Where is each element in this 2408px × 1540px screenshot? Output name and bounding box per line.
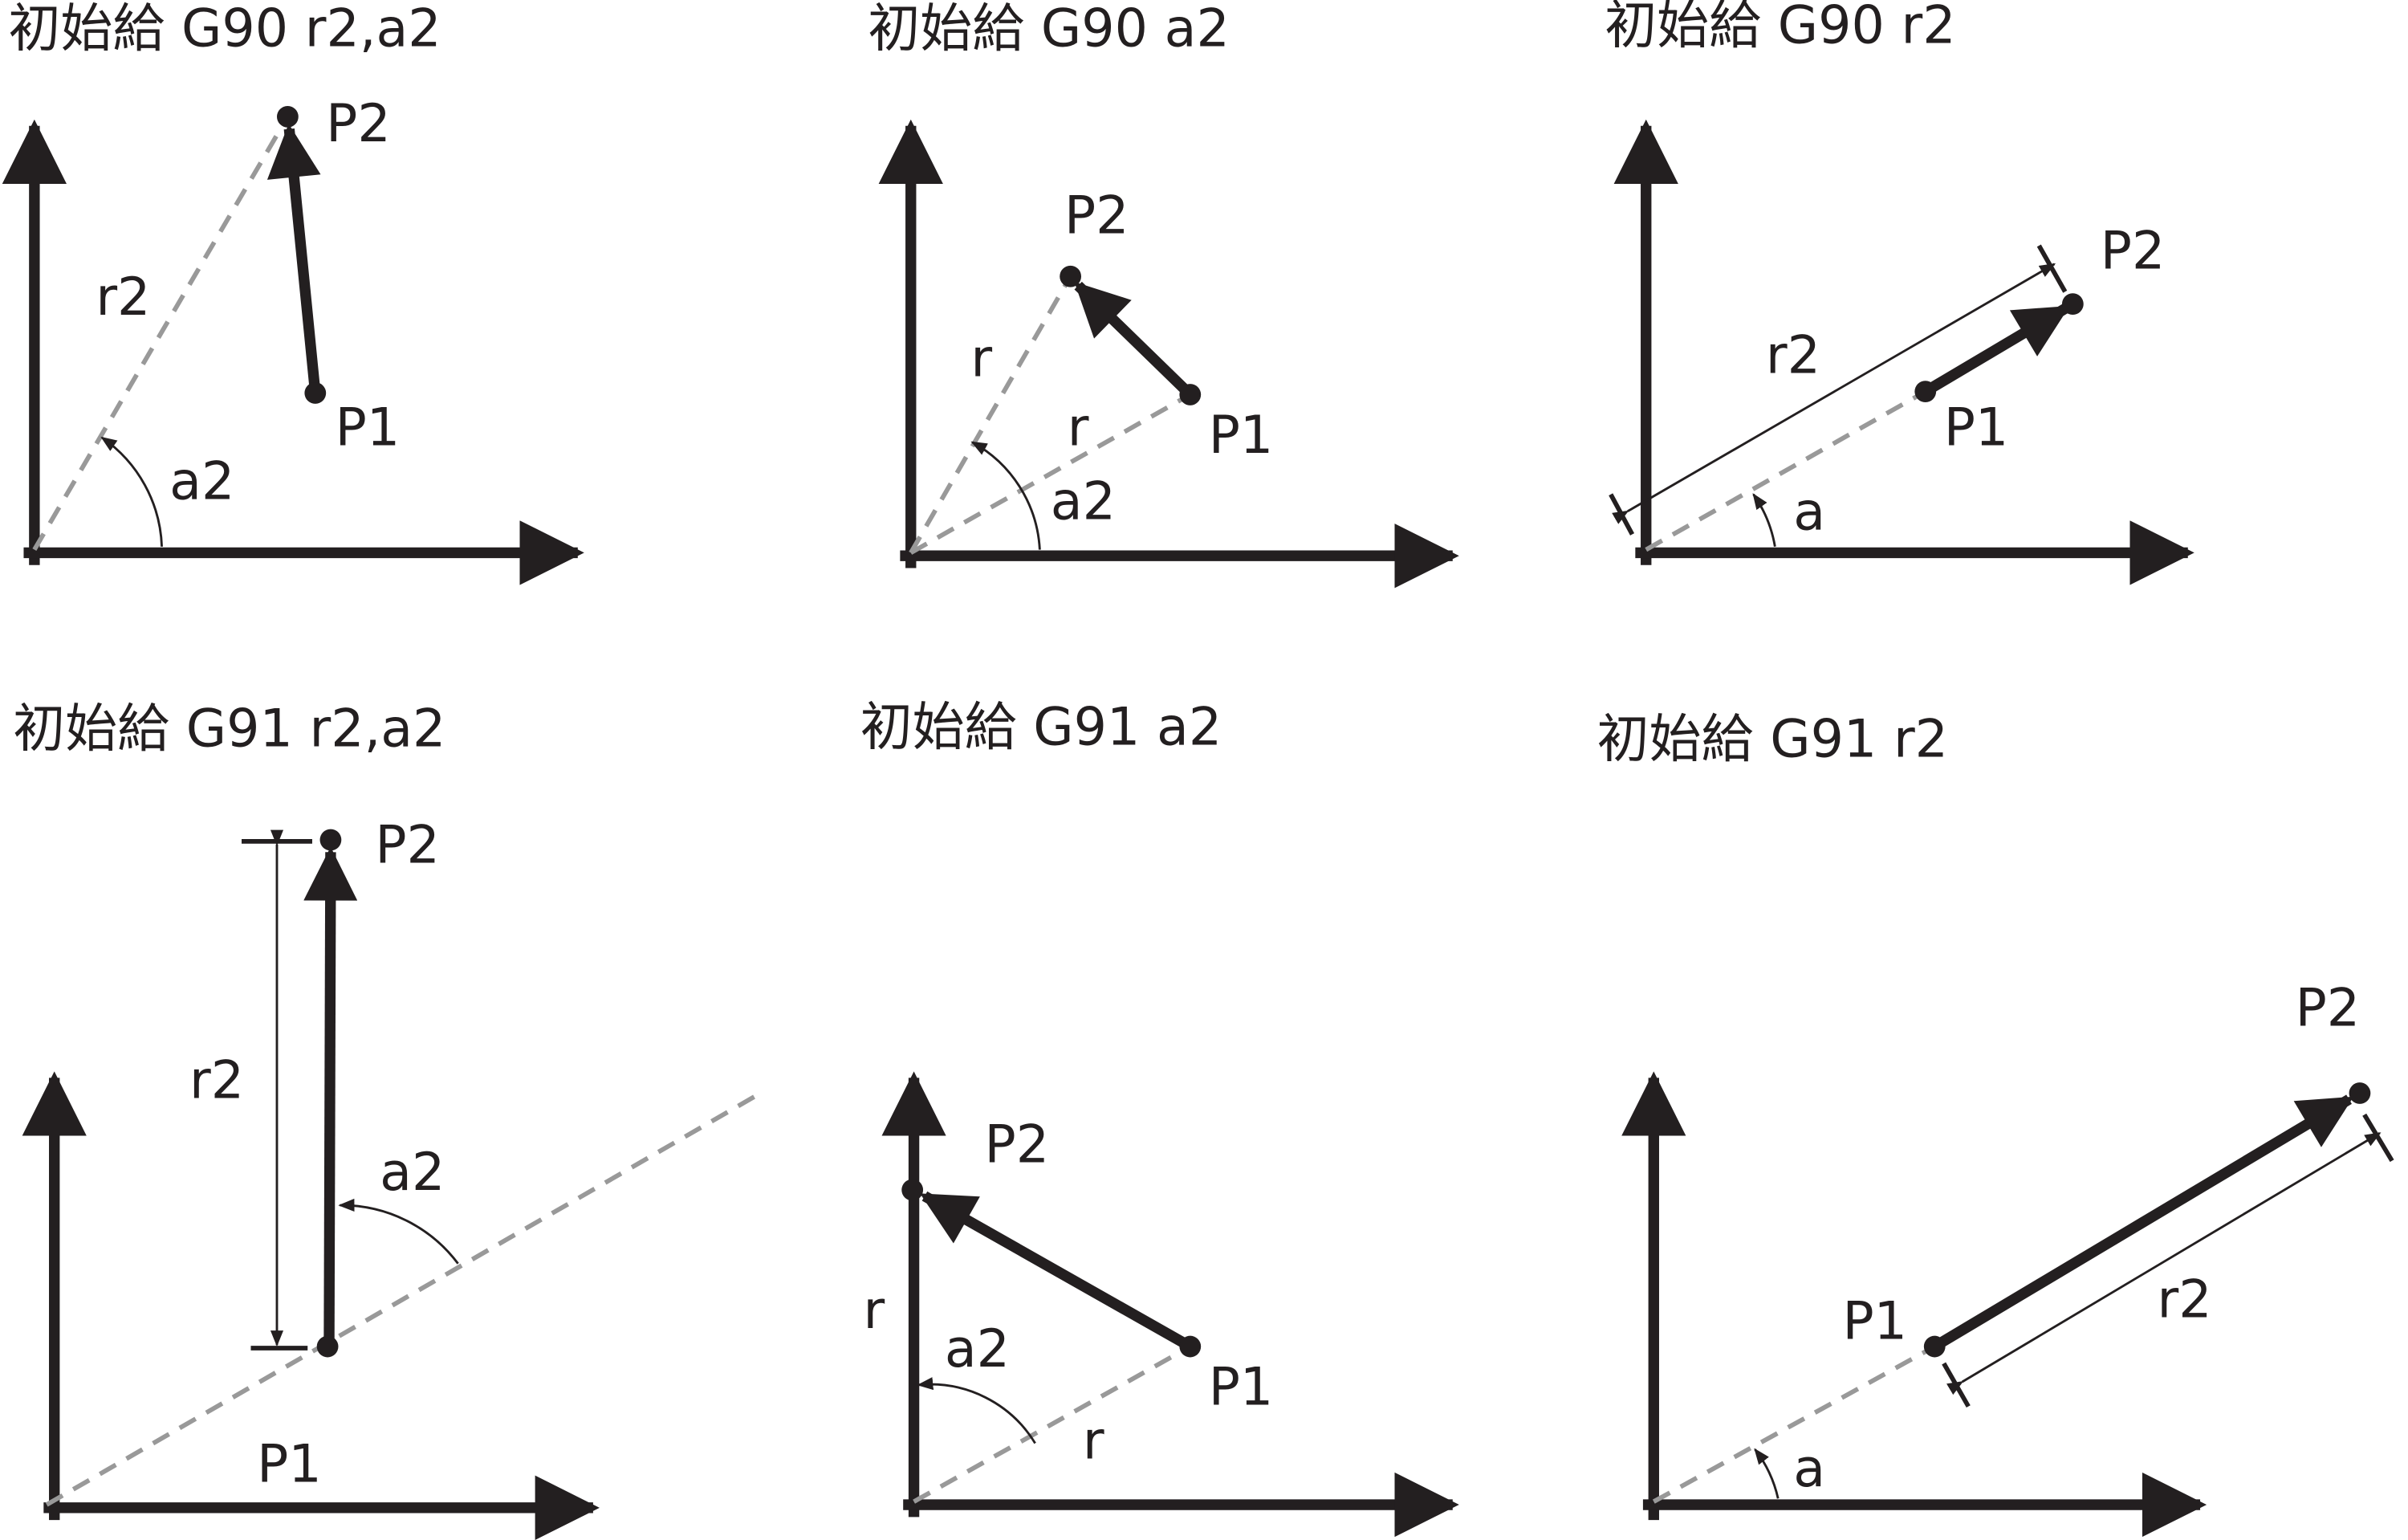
label-p2: P2	[326, 94, 391, 154]
dashed-radius-line	[32, 115, 290, 552]
motion-vector-arrow	[920, 1191, 1194, 1351]
label-r: r	[863, 1281, 885, 1341]
angle-arc-arrow	[1754, 1448, 1780, 1499]
motion-vector-arrow	[1922, 304, 2070, 397]
label-r: r	[1068, 398, 1089, 458]
panel-title: 初始給 G91 a2	[860, 697, 1222, 757]
angle-arc-arrow	[338, 1198, 459, 1265]
panel-g91-r2: 初始給 G91 r2 P2 P1 r2 a	[1597, 710, 2394, 1538]
point-p1	[1179, 384, 1202, 405]
label-r2: r2	[2158, 1270, 2212, 1330]
point-p2	[901, 1179, 924, 1201]
motion-vector-arrow	[1074, 281, 1194, 399]
dashed-radius-line	[909, 392, 1192, 555]
motion-vector-arrow	[266, 123, 321, 394]
label-r: r	[970, 329, 992, 389]
point-p1	[1914, 381, 1937, 403]
panel-title: 初始給 G91 r2,a2	[13, 699, 445, 759]
label-a2: a2	[169, 451, 234, 511]
label-a2: a2	[1051, 471, 1116, 532]
panel-g90-r2-a2: 初始給 G90 r2,a2 P2 r2 P1 a2	[2, 0, 584, 585]
label-p2: P2	[2101, 222, 2166, 282]
dimension-tick	[1942, 1362, 1971, 1408]
label-p2: P2	[1064, 186, 1129, 246]
label-a2: a2	[380, 1143, 445, 1203]
panel-title: 初始給 G91 r2	[1597, 710, 1948, 770]
angle-arc-arrow	[1752, 493, 1776, 548]
dashed-radius-line	[1645, 389, 1927, 552]
panel-g91-a2: 初始給 G91 a2 P2 r a2 P1 r	[860, 697, 1459, 1538]
point-p1	[1923, 1335, 1946, 1358]
label-p1: P1	[1843, 1291, 1908, 1351]
label-p2: P2	[375, 816, 440, 876]
motion-vector-arrow	[1931, 1094, 2354, 1351]
point-p2	[319, 829, 342, 851]
label-p1: P1	[1944, 398, 2009, 458]
motion-vector-arrow	[303, 846, 358, 1347]
panel-g90-a2: 初始給 G90 a2 P2 r r P1 a2	[868, 0, 1459, 589]
angle-arc-arrow	[917, 1377, 1036, 1444]
label-p1: P1	[336, 398, 401, 458]
dimension-tick	[2362, 1113, 2394, 1163]
point-p2	[1060, 265, 1082, 287]
point-p2	[276, 105, 299, 128]
label-a: a	[1793, 1439, 1825, 1499]
dimension-tick	[1609, 493, 1635, 536]
label-r2: r2	[1766, 326, 1820, 386]
angle-arc-arrow	[100, 436, 164, 547]
dashed-radius-line	[909, 275, 1073, 554]
dimension-line-r2	[1612, 263, 2056, 524]
panel-title: 初始給 G90 r2,a2	[8, 0, 441, 59]
label-r: r	[1083, 1412, 1104, 1472]
point-p1	[304, 382, 327, 404]
label-a2: a2	[945, 1319, 1010, 1379]
point-p2	[2349, 1082, 2371, 1104]
label-p1: P1	[1209, 405, 1274, 466]
label-p1: P1	[257, 1434, 322, 1494]
point-p2	[2061, 293, 2084, 316]
panel-title: 初始給 G90 r2	[1605, 0, 1955, 56]
panel-g90-r2: 初始給 G90 r2 r2 P2 P1 a	[1605, 0, 2194, 585]
point-p1	[316, 1335, 339, 1358]
dashed-radius-line	[913, 1344, 1192, 1504]
label-p2: P2	[985, 1115, 1050, 1175]
dimension-tick	[2036, 244, 2068, 293]
dashed-reference-line	[1652, 1344, 1936, 1504]
label-r2: r2	[96, 267, 150, 328]
point-p1	[1179, 1335, 1202, 1358]
label-p2: P2	[2296, 978, 2361, 1038]
angle-arc-arrow	[970, 441, 1041, 550]
dashed-reference-line	[45, 1091, 762, 1507]
label-p1: P1	[1209, 1358, 1274, 1418]
panel-g91-r2-a2: 初始給 G91 r2,a2 P2 r2 a2 P1	[13, 699, 762, 1540]
label-a: a	[1793, 483, 1825, 543]
dimension-line-r2	[1946, 1132, 2382, 1395]
label-r2: r2	[189, 1050, 244, 1110]
panel-title: 初始給 G90 a2	[868, 0, 1230, 59]
